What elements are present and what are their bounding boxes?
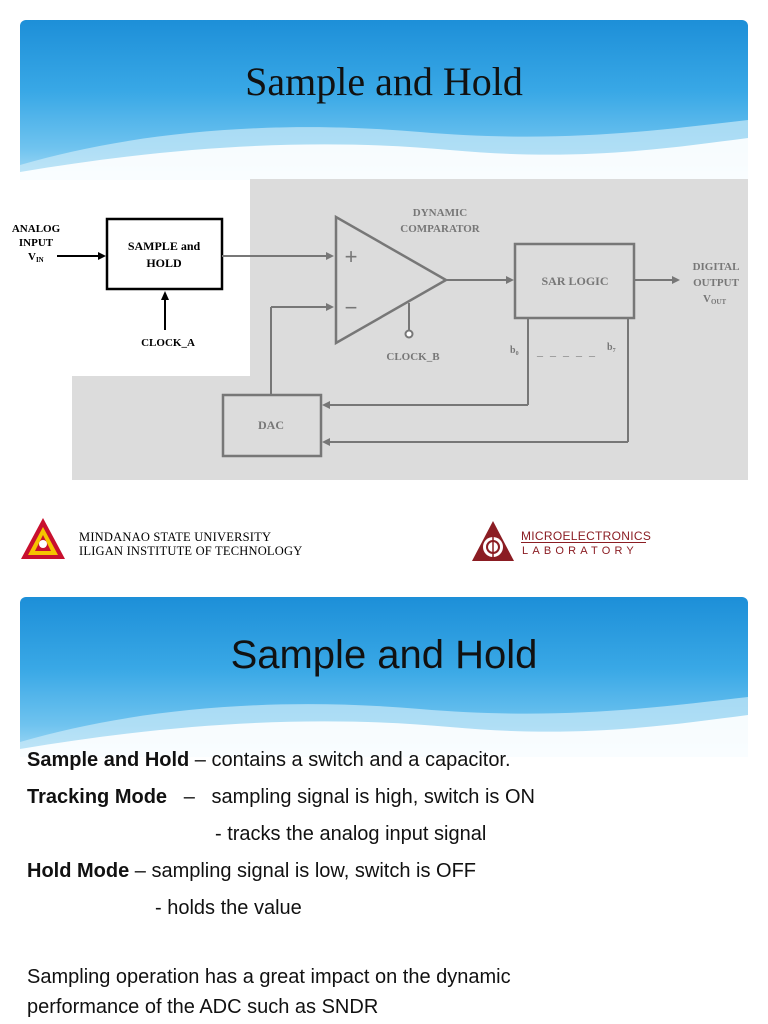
def-tracking-mode: – sampling signal is high, switch is ON: [167, 786, 535, 808]
b7-label: b7: [607, 342, 616, 354]
line-hold-mode: Hold Mode – sampling signal is low, swit…: [27, 853, 535, 890]
comparator-minus-arrowhead: [326, 303, 334, 311]
sample-hold-label-2: HOLD: [146, 256, 182, 270]
term-tracking-mode: Tracking Mode: [27, 786, 168, 808]
minus-sign: −: [345, 295, 358, 320]
comparator-plus-arrowhead: [326, 252, 334, 260]
b0-label: b0: [510, 345, 519, 357]
university-name: MINDANAO STATE UNIVERSITY ILIGAN INSTITU…: [79, 530, 302, 558]
wave-decoration: [20, 120, 748, 180]
dac-label: DAC: [258, 418, 284, 432]
clock-b-label: CLOCK_B: [386, 351, 440, 363]
spacer: [27, 927, 535, 962]
digital-output-label: DIGITAL: [693, 261, 740, 273]
diagram-background: [250, 179, 748, 480]
analog-input-label-2: INPUT: [19, 237, 54, 249]
dac-arrowhead-2: [322, 438, 330, 446]
footer: MINDANAO STATE UNIVERSITY ILIGAN INSTITU…: [0, 505, 768, 585]
vout-label: VOUT: [703, 293, 726, 306]
sample-hold-label: SAMPLE and: [128, 239, 201, 253]
sar-arrowhead: [506, 276, 514, 284]
comparator-label: DYNAMIC: [413, 207, 467, 219]
lab-divider: [521, 542, 646, 543]
line-sampling-impact: Sampling operation has a great impact on…: [27, 966, 511, 988]
line-adc-performance: performance of the ADC such as SNDR: [27, 996, 379, 1018]
comparator-label-2: COMPARATOR: [400, 223, 480, 235]
clock-a-arrowhead: [161, 291, 169, 300]
line-holds-value: - holds the value: [155, 897, 302, 919]
def-sample-hold: – contains a switch and a capacitor.: [189, 749, 511, 771]
clock-a-label: CLOCK_A: [141, 337, 195, 349]
slide1-title: Sample and Hold: [245, 59, 523, 104]
wave-decoration-2: [20, 697, 748, 757]
digital-output-arrowhead: [672, 276, 680, 284]
lab-name-line1: MICROELECTRONICS: [521, 529, 652, 543]
dac-arrowhead-1: [322, 401, 330, 409]
slide2-body: Sample and Hold – contains a switch and …: [27, 742, 535, 1022]
line-sample-hold: Sample and Hold – contains a switch and …: [27, 742, 535, 779]
slide2-header: Sample and Hold: [20, 597, 748, 757]
term-hold-mode: Hold Mode: [27, 860, 130, 882]
clock-b-node: [404, 329, 414, 339]
line-tracks-signal: - tracks the analog input signal: [215, 823, 487, 845]
plus-sign: +: [345, 244, 358, 269]
bit-dashes: _ _ _ _ _: [536, 344, 597, 358]
sample-hold-block: [105, 217, 224, 291]
sar-logic-label: SAR LOGIC: [541, 274, 608, 288]
slide2-title: Sample and Hold: [230, 633, 538, 677]
sar-adc-block-diagram: ANALOG INPUT VIN SAMPLE and HOLD CLOCK_A…: [12, 207, 740, 458]
lab-name-line2: LABORATORY: [522, 545, 638, 557]
line-tracking-mode: Tracking Mode – sampling signal is high,…: [27, 779, 535, 816]
microelectronics-logo-icon: [472, 521, 514, 561]
slide1-header: Sample and Hold: [20, 20, 748, 180]
vin-label: VIN: [28, 251, 44, 264]
analog-input-label: ANALOG: [12, 223, 61, 235]
university-line2: ILIGAN INSTITUTE OF TECHNOLOGY: [79, 544, 303, 558]
term-sample-hold: Sample and Hold: [27, 749, 190, 771]
digital-output-label-2: OUTPUT: [693, 277, 740, 289]
msu-logo-icon: [21, 518, 65, 559]
input-arrowhead: [98, 252, 106, 260]
dynamic-comparator: [334, 214, 449, 346]
university-line1: MINDANAO STATE UNIVERSITY: [79, 530, 272, 544]
def-hold-mode: – sampling signal is low, switch is OFF: [129, 860, 476, 882]
